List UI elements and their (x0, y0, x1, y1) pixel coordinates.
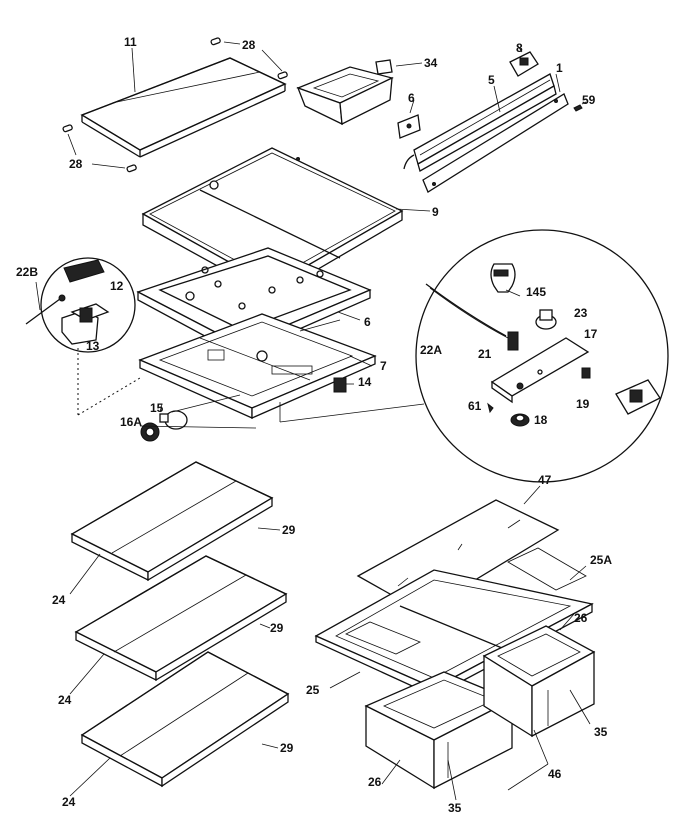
label-1: 1 (556, 61, 563, 75)
label-5: 5 (488, 73, 495, 87)
label-13: 13 (86, 339, 100, 353)
switch-14 (333, 377, 354, 393)
crisper-drawer-left (364, 671, 514, 790)
detail-circle-right (415, 229, 669, 483)
label-21: 21 (478, 347, 492, 361)
label-23: 23 (574, 306, 588, 320)
clip-6 (397, 99, 421, 139)
label-26-bottom: 26 (368, 775, 382, 789)
label-28-top: 28 (242, 38, 256, 52)
label-29-top: 29 (282, 523, 296, 537)
label-25: 25 (306, 683, 320, 697)
label-18: 18 (534, 413, 548, 427)
bracket-8 (509, 45, 539, 77)
shelf-support-28 (62, 37, 288, 173)
label-7: 7 (380, 359, 387, 373)
label-8-top: 8 (516, 41, 523, 55)
label-22b: 22B (16, 265, 38, 279)
label-19: 19 (576, 397, 590, 411)
label-11: 11 (124, 35, 137, 49)
label-59: 59 (582, 93, 596, 107)
label-29-mid: 29 (270, 621, 284, 635)
label-35-right: 35 (594, 725, 608, 739)
trim-rail-5 (403, 73, 557, 172)
label-28-left: 28 (69, 157, 83, 171)
label-15: 15 (150, 401, 164, 415)
socket-16a (140, 422, 160, 442)
crisper-drawer-right (482, 625, 596, 738)
label-29-bottom: 29 (280, 741, 294, 755)
screw-59 (573, 101, 587, 112)
tray-7 (138, 313, 377, 420)
label-24-mid: 24 (58, 693, 72, 707)
label-17: 17 (584, 327, 598, 341)
label-34: 34 (424, 56, 438, 70)
glass-shelf-29-top (70, 461, 274, 582)
label-35-bottom: 35 (448, 801, 462, 815)
label-25a: 25A (590, 553, 612, 567)
light-bulb-15 (159, 403, 188, 430)
label-12: 12 (110, 279, 124, 293)
label-24-bottom: 24 (62, 795, 76, 809)
label-16a: 16A (120, 415, 142, 429)
part-labels: 11 28 28 34 8 1 5 6 59 9 22B 12 13 145 2… (16, 35, 612, 815)
detail-circle-left (25, 257, 136, 353)
label-22a: 22A (420, 343, 442, 357)
leader-lines (69, 47, 591, 801)
label-6-top: 6 (408, 91, 415, 105)
trim-strip-1 (422, 73, 569, 193)
label-61: 61 (468, 399, 482, 413)
glass-shelf-29-middle (74, 555, 288, 682)
wire-shelf-11 (80, 57, 287, 158)
storage-bin-34 (296, 59, 423, 126)
label-24-top: 24 (52, 593, 66, 607)
label-47: 47 (538, 473, 552, 487)
label-14: 14 (358, 375, 372, 389)
label-8-mid: 6 (364, 315, 371, 329)
glass-shelf-29-bottom (80, 651, 290, 788)
label-145: 145 (526, 285, 546, 299)
label-46: 46 (548, 767, 562, 781)
label-26-top: 26 (574, 611, 588, 625)
label-9: 9 (432, 205, 439, 219)
